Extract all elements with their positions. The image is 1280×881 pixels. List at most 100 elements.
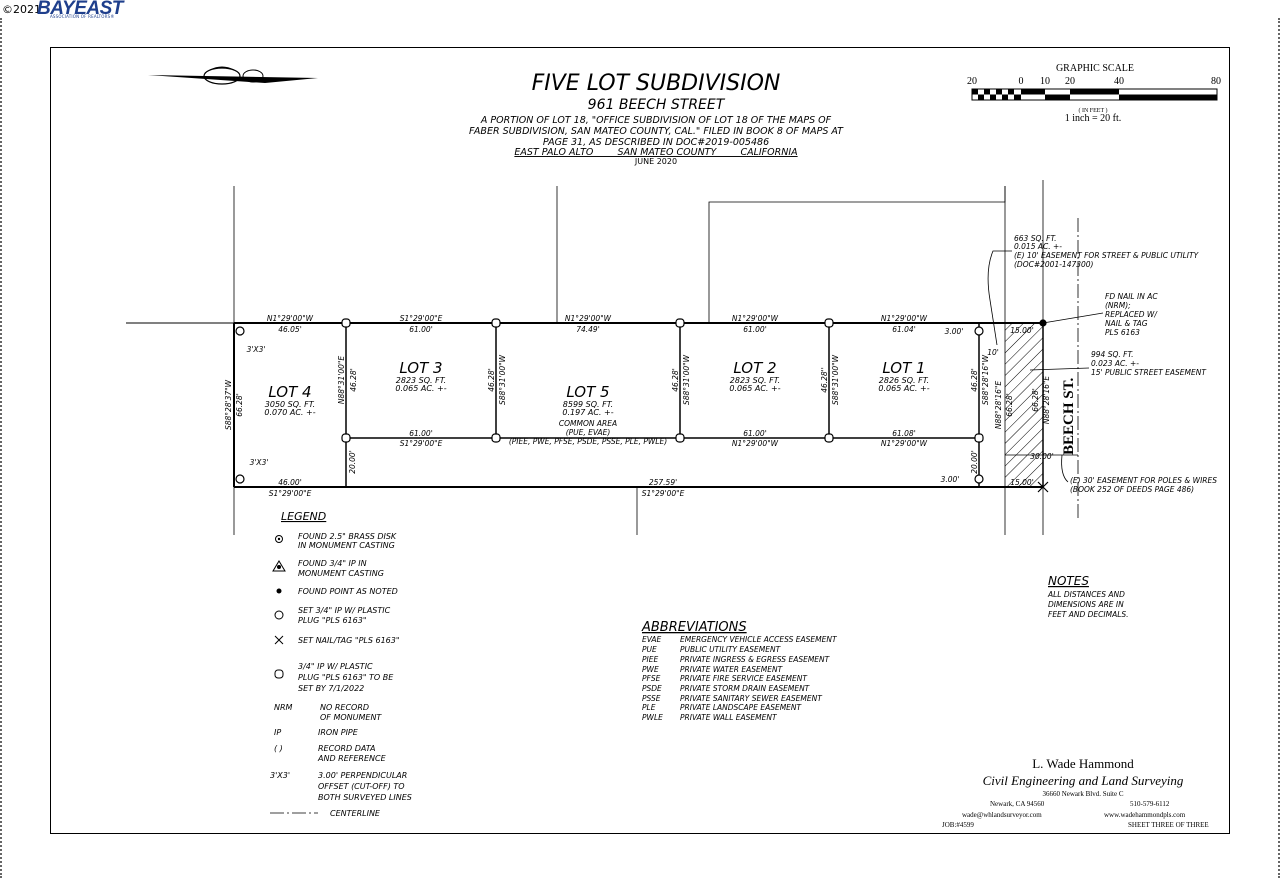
legend-text: BOTH SURVEYED LINES (318, 793, 412, 802)
scale-tick: 20 (967, 76, 977, 87)
surveyor-web: www.wadehammondpls.com (1104, 811, 1186, 819)
legend-text: IN MONUMENT CASTING (298, 541, 395, 550)
length-label: 15.00' (1010, 326, 1034, 335)
bearing-label: N1°29'00"W (881, 439, 928, 448)
abbr-value: EMERGENCY VEHICLE ACCESS EASEMENT (680, 635, 838, 644)
tobeset-ip-icon (274, 669, 284, 679)
legend-title: LEGEND (281, 510, 326, 523)
abbr-title: ABBREVIATIONS (641, 620, 747, 635)
lot-note: (PUE, EVAE) (566, 428, 611, 437)
callout-line: REPLACED W/ (1105, 310, 1158, 319)
length-label: 46.05' (278, 325, 302, 334)
offset-label: 3'X3' (247, 345, 266, 354)
surveyor-titleblock: L. Wade Hammond Civil Engineering and La… (942, 756, 1209, 829)
lot-area: 8599 SQ. FT. (563, 400, 613, 409)
abbr-key: PSDE (642, 684, 662, 693)
bayeast-logo: BAYEAST (37, 0, 123, 19)
lot-acres: 0.065 AC. +- (729, 384, 780, 393)
length-label: 46.28' (970, 368, 979, 392)
legend-text: SET 3/4" IP W/ PLASTIC (298, 606, 391, 615)
abbr-key: PLE (642, 703, 656, 712)
brass-disk-icon (275, 535, 283, 543)
length-label: 3.00' (941, 475, 960, 484)
callout-line: 994 SQ. FT. (1091, 350, 1134, 359)
abbr-value: PRIVATE WALL EASEMENT (680, 713, 778, 722)
bearing-label: N1°29'00"W (732, 314, 779, 323)
legend: LEGEND FOUND 2.5" BRASS DISK IN MONUMENT… (270, 510, 412, 818)
length-label: 74.49' (576, 325, 600, 334)
surveyor-phone: 510-579-6112 (1130, 800, 1170, 808)
job-number: JOB:#4599 (942, 821, 974, 829)
lot-area: 2823 SQ. FT. (396, 376, 446, 385)
monument-ip-icon (974, 474, 984, 484)
bearing-label: S88°31'00"W (498, 354, 507, 405)
callout-line: (DOC#2001-147300) (1014, 260, 1094, 269)
callout-line: (E) 30' EASEMENT FOR POLES & WIRES (1070, 476, 1217, 485)
lot-name: LOT 2 (733, 359, 776, 377)
abbr-key: PWLE (642, 713, 663, 722)
scale-ratio: 1 inch = 20 ft. (1065, 113, 1121, 124)
monuments (235, 318, 1049, 493)
monument-tobeset-icon (675, 318, 685, 328)
abbr-key: PWE (642, 665, 659, 674)
bayeast-logo-subtext: ASSOCIATION OF REALTORS® (50, 14, 115, 19)
scale-title: GRAPHIC SCALE (1056, 63, 1134, 74)
length-label: 66.28' (1031, 388, 1040, 412)
abbr-value: PUBLIC UTILITY EASEMENT (680, 645, 782, 654)
surveyor-email: wade@whlandsurveyor.com (962, 811, 1042, 819)
legend-text: CENTERLINE (330, 809, 381, 818)
length-label: 3.00' (945, 327, 964, 336)
bearing-label: N88°28'16"E (994, 381, 1003, 430)
lot-name: LOT 1 (882, 359, 925, 377)
length-label: 61.04' (892, 325, 916, 334)
lot-area: 3050 SQ. FT. (265, 400, 315, 409)
lot-acres: 0.197 AC. +- (562, 408, 613, 417)
lot-acres: 0.065 AC. +- (878, 384, 929, 393)
monument-tobeset-icon (824, 433, 834, 443)
notes-line: FEET AND DECIMALS. (1048, 610, 1129, 619)
length-label: 61.00' (409, 325, 433, 334)
abbreviations: ABBREVIATIONS EVAE EMERGENCY VEHICLE ACC… (641, 620, 838, 722)
bearing-label: S88°31'00"W (682, 354, 691, 405)
scale-unit: ( IN FEET ) (1078, 107, 1107, 114)
abbr-key: EVAE (642, 635, 661, 644)
lot-acres: 0.065 AC. +- (395, 384, 446, 393)
callout-line: (E) 10' EASEMENT FOR STREET & PUBLIC UTI… (1014, 251, 1200, 260)
legend-key: IP (274, 728, 281, 737)
monument-ip-icon (235, 474, 245, 484)
drawing-title: FIVE LOT SUBDIVISION (532, 71, 781, 96)
abbr-value: PRIVATE WATER EASEMENT (680, 665, 784, 674)
legend-text: FOUND 2.5" BRASS DISK (298, 532, 397, 541)
abbr-value: PRIVATE STORM DRAIN EASEMENT (680, 684, 811, 693)
scale-tick: 10 (1040, 76, 1050, 87)
desc-line-2: FABER SUBDIVISION, SAN MATEO COUNTY, CAL… (469, 126, 844, 137)
desc-line-3: PAGE 31, AS DESCRIBED IN DOC#2019-005486 (543, 137, 769, 148)
lot-name: LOT 5 (566, 383, 609, 401)
monument-tobeset-icon (675, 433, 685, 443)
lot-acres: 0.070 AC. +- (264, 408, 315, 417)
surveyor-name: L. Wade Hammond (1032, 756, 1134, 771)
surveyor-address2: Newark, CA 94560 (990, 800, 1045, 808)
lot-area: 2826 SQ. FT. (879, 376, 929, 385)
length-label: 66.28' (1005, 393, 1014, 417)
right-dotted-border (1275, 18, 1280, 878)
legend-text: IRON PIPE (318, 728, 359, 737)
lot-name: LOT 3 (399, 359, 442, 377)
length-label: 20.00' (348, 450, 357, 474)
scale-tick: 40 (1114, 76, 1124, 87)
lot-labels: LOT 4 3050 SQ. FT. 0.070 AC. +- LOT 3 28… (264, 359, 929, 446)
surveyor-firm: Civil Engineering and Land Surveying (983, 773, 1184, 788)
callout-line: FD NAIL IN AC (1105, 292, 1158, 301)
set-ip-icon (274, 610, 284, 620)
abbr-value: PRIVATE LANDSCAPE EASEMENT (680, 703, 803, 712)
dimension-labels: N1°29'00"W 46.05' S1°29'00"E 61.00' N1°2… (224, 314, 1054, 498)
length-label: 61.00' (743, 429, 767, 438)
legend-text: PLUG "PLS 6163" TO BE (298, 673, 394, 682)
callouts: 663 SQ. FT. 0.015 AC. +- (E) 10' EASEMEN… (987, 234, 1217, 494)
notes: NOTES ALL DISTANCES AND DIMENSIONS ARE I… (1047, 574, 1129, 619)
legend-text: SET NAIL/TAG "PLS 6163" (298, 636, 400, 645)
legend-text: AND REFERENCE (317, 754, 387, 763)
length-label: 61.00' (409, 429, 433, 438)
bearing-label: N88°31'00"E (337, 356, 346, 405)
